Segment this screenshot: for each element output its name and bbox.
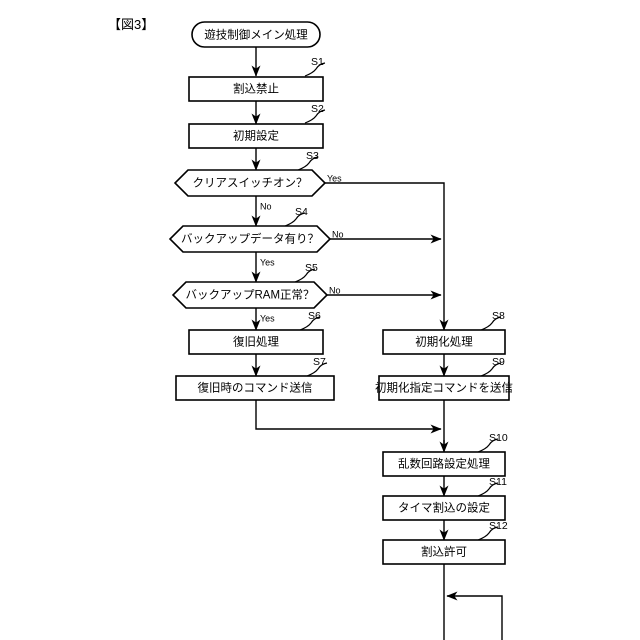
node-s12-label: 割込許可 [421,545,467,559]
leader-s5 [294,268,316,283]
node-s8-shape [382,329,506,355]
node-s9-shape [378,375,510,401]
node-s10-shape [382,451,506,477]
leader-s12 [477,526,499,541]
leader-s9 [480,362,502,377]
leader-s7 [306,362,328,377]
step-label-s4: S4 [295,206,308,218]
node-s3-shape [173,169,327,197]
node-s3-label: クリアスイッチオン？ [193,177,308,190]
step-label-s9: S9 [492,356,505,368]
edge-s3-yes-rail [325,182,445,316]
leader-s2 [304,109,326,124]
node-s4-shape [168,225,332,253]
edge-loop-return [446,591,503,640]
step-label-s7: S7 [313,356,326,368]
step-label-s2: S2 [311,103,324,115]
leader-s10 [477,438,499,453]
step-label-s3: S3 [306,150,319,162]
node-s6-shape [188,329,324,355]
edge-label-s3-yes: Yes [327,173,342,183]
node-start-label: 遊技制御メイン処理 [204,28,308,42]
node-s6-label: 復旧処理 [233,335,279,349]
node-s4-label: バックアップデータ有り？ [181,232,319,246]
edge-label-s4-no: No [332,229,344,239]
leader-s6 [299,316,321,331]
step-label-s8: S8 [492,310,505,322]
step-label-s1: S1 [311,56,324,68]
node-s2-label: 初期設定 [233,129,279,143]
node-s1-label: 割込禁止 [233,82,279,96]
edge-s7-merge [255,400,442,434]
node-s5-shape [171,281,329,309]
step-label-s11: S11 [489,476,507,488]
node-s8-label: 初期化処理 [415,335,473,349]
node-start-shape [191,21,321,48]
edge-label-s3-no: No [260,201,272,211]
node-s2-shape [188,123,324,149]
step-label-s6: S6 [308,310,321,322]
node-s5-label: バックアップRAM正常？ [185,289,314,302]
leader-s8 [480,316,502,331]
node-s11-shape [382,495,506,521]
step-label-s10: S10 [489,432,508,444]
node-s9-label: 初期化指定コマンドを送信 [375,381,513,395]
leader-s4 [284,212,306,227]
leader-s3 [297,156,319,171]
node-s7-label: 復旧時のコマンド送信 [198,381,313,395]
node-s7-shape [175,375,335,401]
node-s12-shape [382,539,506,565]
edge-label-s4-yes: Yes [260,257,275,267]
step-label-s12: S12 [489,520,508,532]
leader-s1 [304,62,326,77]
node-s11-label: タイマ割込の設定 [398,501,490,515]
step-label-s5: S5 [305,262,318,274]
node-s1-shape [188,76,324,102]
edge-label-s5-no: No [329,285,341,295]
figure-label: 【図3】 [108,17,155,32]
leader-s11 [477,482,499,497]
node-s10-label: 乱数回路設定処理 [398,457,490,471]
edge-label-s5-yes: Yes [260,313,275,323]
